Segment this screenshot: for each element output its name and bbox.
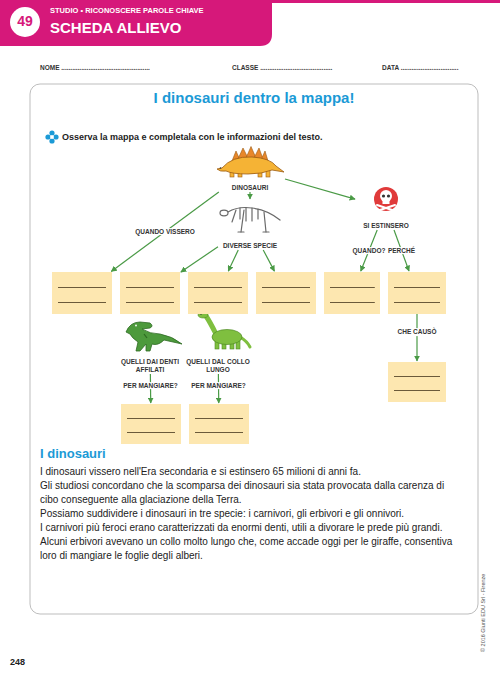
- brachiosaurus-illustration-part: [206, 316, 216, 334]
- connector-label: QUANDO VISSERO: [133, 228, 197, 236]
- connector-arrow: [228, 250, 238, 271]
- connector-label: CHE CAUSÒ: [395, 328, 438, 336]
- skeleton-illustration-part: [264, 212, 266, 232]
- reading-paragraph: Alcuni erbivori avevano un collo molto l…: [40, 535, 465, 563]
- connector-arrow: [416, 314, 417, 361]
- skull-danger-icon-part: [374, 187, 398, 211]
- node-label: DINOSAURI: [232, 184, 268, 191]
- skull-danger-icon-part: [382, 194, 385, 197]
- connector-arrow: [181, 247, 218, 272]
- answer-box: [388, 362, 446, 402]
- skeleton-illustration-part: [245, 208, 246, 222]
- instruction-icon-part: [49, 138, 54, 143]
- node-label: QUELLI DAI DENTI AFFILATI: [116, 358, 184, 373]
- skeleton-illustration-part: [232, 210, 236, 222]
- answer-box: [388, 272, 446, 314]
- connector-arrow: [111, 192, 219, 271]
- answer-box: [121, 404, 181, 444]
- skeleton-illustration-part: [251, 208, 252, 221]
- tyrannosaurus-illustration: [126, 322, 182, 351]
- stegosaurus-illustration-part: [217, 157, 284, 174]
- reading-heading: I dinosauri: [40, 446, 465, 462]
- node-label: QUELLI DAL COLLO LUNGO: [184, 358, 252, 373]
- worksheet-title: I dinosauri dentro la mappa!: [30, 89, 478, 107]
- header-band-part: [0, 0, 272, 46]
- picture-node: DINOSAURI: [215, 146, 285, 192]
- sheet-heading: SCHEDA ALLIEVO: [50, 19, 265, 36]
- skeleton-illustration-part: [241, 210, 244, 232]
- skeleton-illustration-part: [263, 231, 269, 232]
- reading-paragraph: I dinosauri vissero nell'Era secondaria …: [40, 465, 465, 479]
- answer-box: [324, 272, 380, 314]
- connector-label: QUANDO?: [351, 247, 388, 255]
- reading-paragraph: Gli studiosi concordano che la scomparsa…: [40, 479, 465, 507]
- skull-danger-icon-part: [387, 194, 390, 197]
- skeleton-illustration-part: [239, 208, 240, 219]
- skull-danger-icon-part: [383, 199, 390, 204]
- tyrannosaurus-illustration-part: [144, 334, 147, 338]
- answer-box: [52, 272, 112, 314]
- page-number-badge: 49: [10, 13, 40, 29]
- connector-label: PER MANGIARE?: [121, 382, 180, 390]
- section-kicker: STUDIO • RICONOSCERE PAROLE CHIAVE: [50, 7, 265, 16]
- skeleton-illustration-part: [220, 210, 228, 216]
- tyrannosaurus-illustration-part: [135, 325, 137, 327]
- copyright-note: © 2016 Giunti EDU Srl - Firenze: [480, 542, 486, 652]
- skeleton-illustration-part: [238, 231, 244, 232]
- answer-box: [256, 272, 316, 314]
- worksheet-panel-part: [30, 84, 478, 614]
- picture-node: QUELLI DAI DENTI AFFILATI: [116, 318, 184, 374]
- tyrannosaurus-illustration-part: [126, 322, 182, 351]
- page-number: 248: [10, 657, 50, 667]
- reading-paragraph: Possiamo suddividere i dinosauri in tre …: [40, 507, 465, 521]
- class-field: CLASSE .................................…: [232, 64, 377, 71]
- brachiosaurus-illustration: [198, 312, 250, 349]
- connector-arrow: [263, 250, 274, 271]
- instruction-icon: [45, 130, 58, 143]
- skeleton-illustration: [220, 208, 280, 233]
- connector-arrow: [249, 192, 250, 199]
- picture-node: DIVERSE SPECIE: [218, 200, 282, 250]
- brachiosaurus-illustration-part: [212, 330, 242, 345]
- stegosaurus-illustration-part: [246, 147, 256, 159]
- answer-box: [120, 272, 180, 314]
- answer-box: [189, 404, 249, 444]
- instruction-text: Osserva la mappa e completala con le inf…: [62, 132, 462, 142]
- connector-label: PER MANGIARE?: [189, 382, 248, 390]
- stegosaurus-illustration: [217, 147, 284, 178]
- instruction-icon-part: [45, 134, 50, 139]
- answer-box: [188, 272, 248, 314]
- skull-danger-icon-part: [377, 205, 395, 211]
- worksheet-panel: [30, 84, 478, 614]
- reading-paragraph: I carnivori più feroci erano caratterizz…: [40, 521, 465, 535]
- skull-danger-icon-part: [377, 205, 395, 211]
- instruction-icon-part: [49, 130, 54, 135]
- node-label: DIVERSE SPECIE: [223, 242, 277, 249]
- skeleton-illustration-part: [257, 209, 258, 219]
- date-field: DATA ................................: [382, 64, 482, 71]
- header-band: [0, 0, 500, 46]
- connector-label: PERCHÉ: [386, 247, 417, 255]
- skeleton-illustration-part: [228, 208, 280, 221]
- picture-node: SI ESTINSERO: [356, 186, 416, 230]
- skull-danger-icon: [374, 187, 398, 211]
- picture-node: QUELLI DAL COLLO LUNGO: [184, 312, 252, 374]
- reading-text-block: I dinosauri I dinosauri vissero nell'Era …: [40, 446, 465, 563]
- instruction-icon-part: [53, 134, 58, 139]
- header-band-part: [10, 7, 40, 37]
- name-field: NOME ...................................…: [40, 64, 225, 71]
- instruction-icon-part: [50, 135, 54, 139]
- node-label: SI ESTINSERO: [363, 222, 409, 229]
- stegosaurus-illustration-part: [220, 167, 222, 169]
- connector-arrow: [285, 179, 355, 199]
